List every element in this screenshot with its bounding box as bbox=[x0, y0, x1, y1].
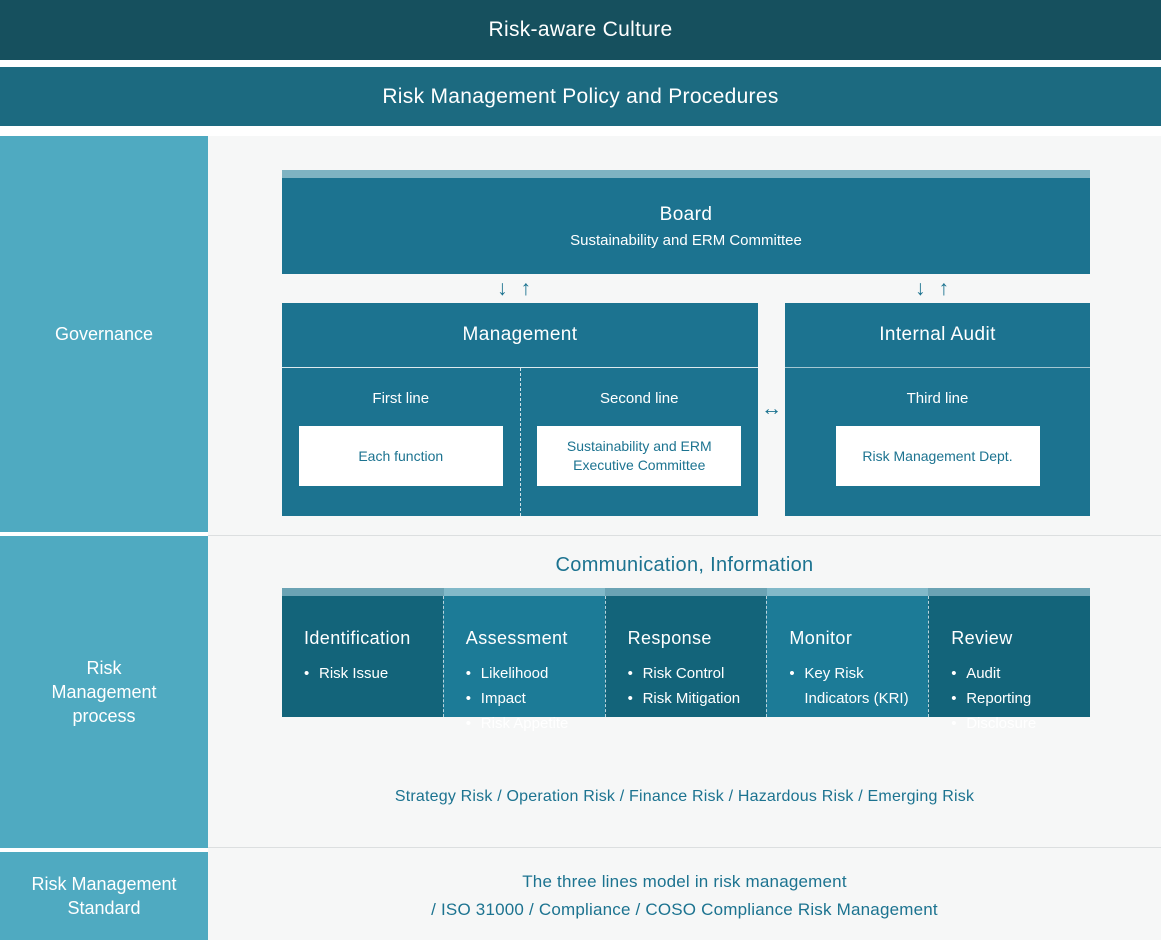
management-title: Management bbox=[462, 324, 578, 345]
board-internal-audit-arrows: ↓ ↑ bbox=[915, 278, 949, 299]
process-column-identification: Identification Risk Issue bbox=[282, 596, 443, 717]
third-line-label: Third line bbox=[906, 390, 969, 407]
process-rail-line-3: process bbox=[72, 706, 136, 726]
process-column-title: Assessment bbox=[465, 628, 568, 648]
list-item: Reporting bbox=[951, 686, 1084, 711]
governance-section: Board Sustainability and ERM Committee ↓… bbox=[208, 136, 1161, 532]
board-accent-bar bbox=[282, 170, 1090, 178]
risk-management-policy-label: Risk Management Policy and Procedures bbox=[382, 84, 779, 108]
list-item: Risk Appetite bbox=[466, 711, 599, 736]
rail-label-risk-management-process: Risk Management process bbox=[0, 536, 208, 848]
section-separator-process-standard bbox=[208, 847, 1161, 848]
risk-aware-culture-banner: Risk-aware Culture bbox=[0, 0, 1161, 60]
management-box: Management First line Each function Seco… bbox=[282, 303, 758, 516]
standard-rail-line-1: Risk Management bbox=[31, 874, 177, 894]
process-column-title: Identification bbox=[304, 628, 411, 648]
list-item: Disclosure bbox=[951, 711, 1084, 736]
process-rail-line-1: Risk bbox=[86, 658, 122, 678]
process-column-list: Risk Control Risk Mitigation bbox=[628, 661, 767, 711]
governance-rail-text: Governance bbox=[54, 324, 154, 344]
standard-line-2: / ISO 31000 / Compliance / COSO Complian… bbox=[431, 900, 938, 919]
internal-audit-box: Internal Audit Third line Risk Managemen… bbox=[785, 303, 1090, 516]
framework-body: Governance Risk Management process Risk … bbox=[0, 136, 1161, 940]
process-column-list: Key Risk Indicators (KRI) bbox=[789, 661, 928, 711]
list-item: Risk Control bbox=[628, 661, 761, 686]
management-audit-bidirectional-arrow-icon: ↔ bbox=[761, 397, 782, 420]
process-column-title: Monitor bbox=[789, 628, 853, 648]
arrow-up-icon: ↑ bbox=[520, 277, 532, 300]
rail-label-governance: Governance bbox=[0, 136, 208, 532]
first-line-cell: First line Each function bbox=[282, 368, 520, 516]
process-rail-text: Risk Management process bbox=[51, 656, 156, 728]
sustainability-erm-exec-line-2: Executive Committee bbox=[573, 457, 706, 473]
section-separator-governance-process bbox=[208, 535, 1161, 536]
board-box: Board Sustainability and ERM Committee bbox=[282, 178, 1090, 274]
list-item: Likelihood bbox=[466, 661, 599, 686]
process-accent-cell bbox=[605, 588, 767, 596]
standard-rail-line-2: Standard bbox=[67, 898, 141, 918]
process-column-monitor: Monitor Key Risk Indicators (KRI) bbox=[766, 596, 929, 717]
arrow-up-icon: ↑ bbox=[938, 277, 950, 300]
management-lines: First line Each function Second line Sus… bbox=[282, 368, 758, 516]
list-item: Risk Issue bbox=[304, 661, 437, 686]
process-accent-cell bbox=[766, 588, 929, 596]
second-line-label: Second line bbox=[600, 390, 679, 407]
process-accent-bar bbox=[282, 588, 1090, 596]
risk-management-process-section: Communication, Information Identificatio… bbox=[208, 536, 1161, 847]
management-divider bbox=[282, 367, 758, 368]
internal-audit-divider bbox=[785, 367, 1090, 368]
process-column-review: Review Audit Reporting Disclosure bbox=[928, 596, 1090, 736]
risk-management-dept-label: Risk Management Dept. bbox=[862, 447, 1013, 464]
board-title: Board bbox=[659, 203, 713, 225]
internal-audit-title: Internal Audit bbox=[879, 324, 996, 345]
process-column-title: Review bbox=[951, 628, 1013, 648]
sustainability-erm-executive-committee-card: Sustainability and ERM Executive Committ… bbox=[537, 426, 742, 486]
list-item: Audit bbox=[951, 661, 1084, 686]
process-column-list: Audit Reporting Disclosure bbox=[951, 661, 1090, 736]
third-line-cell: Third line Risk Management Dept. bbox=[785, 368, 1090, 516]
standard-line-1: The three lines model in risk management bbox=[522, 872, 847, 891]
risk-management-policy-banner: Risk Management Policy and Procedures bbox=[0, 67, 1161, 126]
process-columns: Identification Risk Issue Assessment Lik… bbox=[282, 596, 1090, 736]
list-item: Impact bbox=[466, 686, 599, 711]
standard-rail-text: Risk Management Standard bbox=[31, 872, 176, 920]
process-column-list: Likelihood Impact Risk Appetite bbox=[466, 661, 605, 736]
arrow-down-icon: ↓ bbox=[915, 277, 926, 300]
process-accent-cell bbox=[282, 588, 444, 596]
arrow-down-icon: ↓ bbox=[497, 277, 508, 300]
risk-management-standard-section: The three lines model in risk management… bbox=[208, 852, 1161, 940]
process-column-list: Risk Issue bbox=[304, 661, 443, 686]
list-item: Risk Mitigation bbox=[628, 686, 761, 711]
sustainability-erm-exec-label: Sustainability and ERM Executive Committ… bbox=[567, 437, 712, 475]
sustainability-erm-exec-line-1: Sustainability and ERM bbox=[566, 438, 712, 454]
rail-divider-1 bbox=[0, 532, 208, 536]
risk-types-label: Strategy Risk / Operation Risk / Finance… bbox=[394, 788, 975, 805]
process-rail-line-2: Management bbox=[51, 682, 157, 702]
process-accent-cell bbox=[443, 588, 606, 596]
each-function-card: Each function bbox=[298, 426, 503, 486]
board-management-arrows: ↓ ↑ bbox=[497, 278, 531, 299]
risk-aware-culture-label: Risk-aware Culture bbox=[488, 18, 673, 41]
process-accent-cell bbox=[928, 588, 1090, 596]
process-column-title: Response bbox=[627, 628, 712, 648]
each-function-label: Each function bbox=[358, 447, 444, 464]
board-subtitle: Sustainability and ERM Committee bbox=[570, 231, 802, 249]
communication-information-label: Communication, Information bbox=[555, 554, 814, 576]
first-line-label: First line bbox=[372, 390, 430, 407]
list-item: Key Risk Indicators (KRI) bbox=[789, 661, 922, 711]
rail-divider-2 bbox=[0, 848, 208, 852]
rail-label-risk-management-standard: Risk Management Standard bbox=[0, 852, 208, 940]
process-column-assessment: Assessment Likelihood Impact Risk Appeti… bbox=[442, 596, 605, 736]
process-column-response: Response Risk Control Risk Mitigation bbox=[604, 596, 767, 717]
second-line-cell: Second line Sustainability and ERM Execu… bbox=[519, 368, 759, 516]
risk-management-dept-card: Risk Management Dept. bbox=[835, 426, 1040, 486]
